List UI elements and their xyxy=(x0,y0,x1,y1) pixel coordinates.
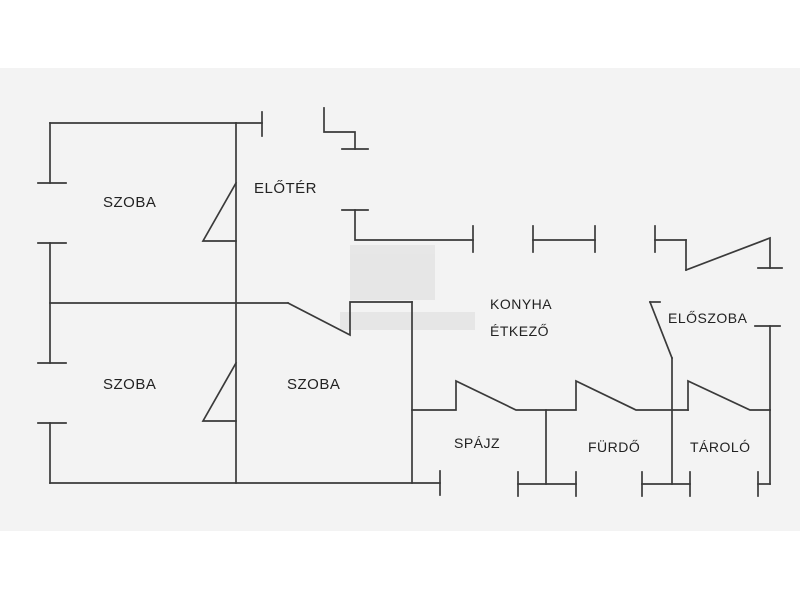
room-label-tarolo: TÁROLÓ xyxy=(690,439,751,455)
room-label-szoba-bottom-left: SZOBA xyxy=(103,376,156,393)
room-label-etkezo: ÉTKEZŐ xyxy=(490,323,549,339)
room-label-eloter: ELŐTÉR xyxy=(254,180,317,197)
walls-left-block xyxy=(37,111,441,496)
room-label-spajz: SPÁJZ xyxy=(454,435,500,451)
room-label-konyha: KONYHA xyxy=(490,296,552,312)
walls-entry xyxy=(286,107,596,337)
walls-right-block xyxy=(648,225,783,497)
watermark-logo xyxy=(340,245,475,330)
room-label-eloszoba: ELŐSZOBA xyxy=(668,310,748,326)
walls-middle-room xyxy=(411,301,691,497)
paper-background xyxy=(0,68,800,531)
room-label-furdo: FÜRDŐ xyxy=(588,438,640,455)
room-label-szoba-top-left: SZOBA xyxy=(103,194,156,211)
room-label-szoba-middle: SZOBA xyxy=(287,376,340,393)
